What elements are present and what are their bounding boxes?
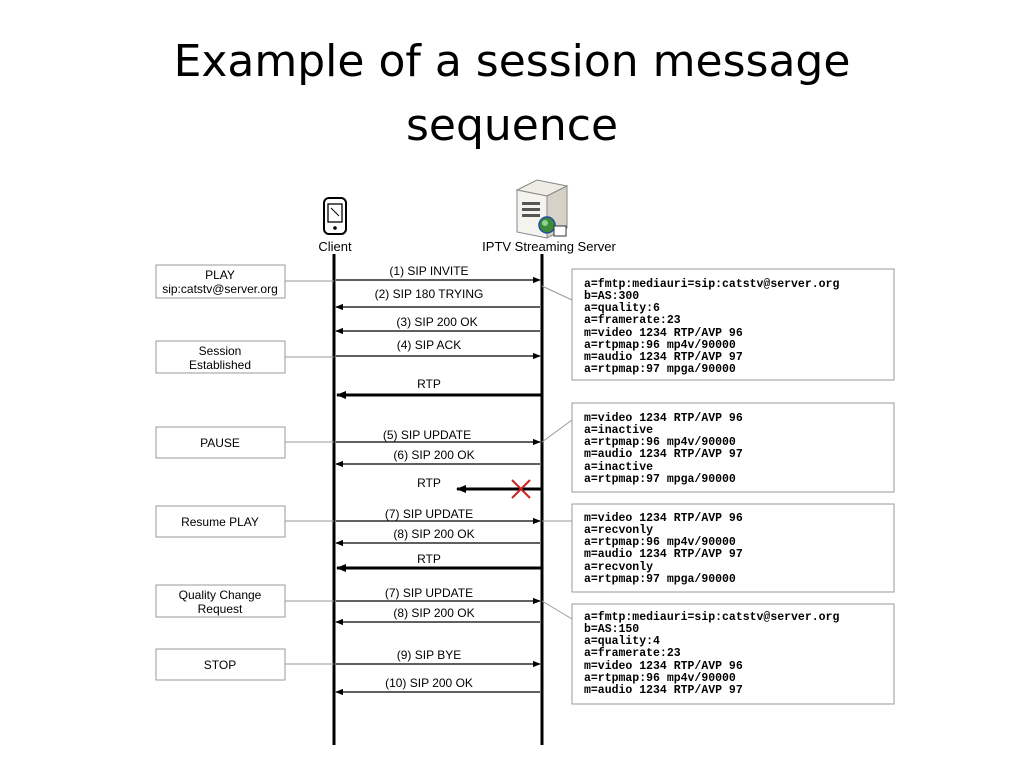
message-8-sip-200-ok: (8) SIP 200 OK (335, 527, 540, 547)
sdp-line: a=inactive (584, 461, 653, 474)
message-1-sip-invite: (1) SIP INVITE (336, 264, 541, 284)
sdp-line: a=fmtp:mediauri=sip:catstv@server.org (584, 611, 839, 624)
sdp-line: a=quality:6 (584, 302, 660, 315)
message-label: (8) SIP 200 OK (393, 606, 474, 620)
sdp-line: m=audio 1234 RTP/AVP 97 (584, 448, 743, 461)
sdp-line: a=inactive (584, 424, 653, 437)
event-label: Resume PLAY (181, 515, 259, 529)
server-icon (515, 179, 569, 239)
mobile-phone-icon (323, 197, 347, 235)
message-8b-sip-200-ok: (8) SIP 200 OK (335, 606, 540, 626)
lane-label-server: IPTV Streaming Server (482, 239, 616, 254)
message-9-sip-bye: (9) SIP BYE (336, 648, 541, 668)
sdp-line: m=audio 1234 RTP/AVP 97 (584, 684, 743, 697)
message-2-sip-180-trying: (2) SIP 180 TRYING (335, 287, 540, 311)
sdp-line: a=framerate:23 (584, 647, 681, 660)
slide-title: Example of a session message sequence (0, 30, 1024, 158)
message-label: (10) SIP 200 OK (385, 676, 473, 690)
slide-title-line-1: Example of a session message (173, 36, 851, 87)
message-label: (2) SIP 180 TRYING (375, 287, 484, 301)
event-box-play: PLAY sip:catstv@server.org (155, 264, 334, 299)
message-3-sip-200-ok: (3) SIP 200 OK (335, 315, 540, 335)
sdp-line: a=rtpmap:97 mpga/90000 (584, 473, 736, 486)
blocked-x-icon (511, 479, 531, 499)
message-rtp-blocked: RTP (417, 476, 541, 499)
event-label: PAUSE (200, 436, 240, 450)
sdp-line: a=rtpmap:97 mpga/90000 (584, 573, 736, 586)
message-label: (8) SIP 200 OK (393, 527, 474, 541)
lane-label-client: Client (318, 239, 352, 254)
sdp-line: a=rtpmap:96 mp4v/90000 (584, 672, 736, 685)
sdp-line: a=framerate:23 (584, 314, 681, 327)
event-label: Quality Change (179, 588, 262, 602)
sdp-line: m=video 1234 RTP/AVP 96 (584, 327, 743, 340)
message-label: (3) SIP 200 OK (396, 315, 477, 329)
message-rtp-resumed: RTP (336, 552, 541, 572)
event-box-quality-change-request: Quality Change Request (155, 584, 334, 618)
event-box-session-established: Session Established (155, 340, 334, 374)
event-box-stop: STOP (155, 648, 334, 681)
event-label: Established (189, 358, 251, 372)
message-label: RTP (417, 476, 441, 490)
event-label: PLAY (205, 268, 235, 282)
sdp-box-pause: m=video 1234 RTP/AVP 96 a=inactive a=rtp… (541, 402, 895, 493)
sdp-box-quality-change: a=fmtp:mediauri=sip:catstv@server.org b=… (541, 600, 895, 705)
sdp-line: m=video 1234 RTP/AVP 96 (584, 512, 743, 525)
message-label: RTP (417, 552, 441, 566)
event-label: Session (199, 344, 242, 358)
message-label: (7) SIP UPDATE (385, 507, 473, 521)
message-rtp-stream: RTP (336, 377, 541, 399)
message-7-sip-update: (7) SIP UPDATE (336, 507, 541, 525)
event-label: STOP (204, 658, 236, 672)
sdp-line: a=rtpmap:96 mp4v/90000 (584, 436, 736, 449)
sdp-box-resume: m=video 1234 RTP/AVP 96 a=recvonly a=rtp… (542, 503, 895, 593)
message-5-sip-update: (5) SIP UPDATE (336, 428, 541, 446)
event-label: Request (198, 602, 243, 616)
event-label: sip:catstv@server.org (162, 282, 278, 296)
message-label: (9) SIP BYE (397, 648, 461, 662)
sdp-line: a=rtpmap:96 mp4v/90000 (584, 339, 736, 352)
sdp-line: m=video 1234 RTP/AVP 96 (584, 660, 743, 673)
sdp-box-invite: a=fmtp:mediauri=sip:catstv@server.org b=… (541, 268, 895, 381)
message-label: (4) SIP ACK (397, 338, 461, 352)
message-6-sip-200-ok: (6) SIP 200 OK (335, 448, 540, 468)
sdp-line: m=video 1234 RTP/AVP 96 (584, 412, 743, 425)
sdp-line: a=fmtp:mediauri=sip:catstv@server.org (584, 278, 839, 291)
event-box-resume-play: Resume PLAY (155, 505, 334, 538)
sdp-line: a=rtpmap:96 mp4v/90000 (584, 536, 736, 549)
message-label: (6) SIP 200 OK (393, 448, 474, 462)
sdp-line: a=recvonly (584, 561, 653, 574)
slide-title-line-2: sequence (405, 100, 619, 151)
sdp-line: a=quality:4 (584, 635, 660, 648)
message-label: (5) SIP UPDATE (383, 428, 471, 442)
event-box-pause: PAUSE (155, 426, 334, 459)
message-7b-sip-update: (7) SIP UPDATE (336, 586, 541, 605)
message-label: (7) SIP UPDATE (385, 586, 473, 600)
sdp-line: b=AS:300 (584, 290, 639, 303)
sdp-line: m=audio 1234 RTP/AVP 97 (584, 351, 743, 364)
message-label: RTP (417, 377, 441, 391)
message-4-sip-ack: (4) SIP ACK (336, 338, 541, 360)
message-label: (1) SIP INVITE (389, 264, 468, 278)
sdp-line: b=AS:150 (584, 623, 639, 636)
message-10-sip-200-ok: (10) SIP 200 OK (335, 676, 540, 696)
sdp-line: m=audio 1234 RTP/AVP 97 (584, 548, 743, 561)
sdp-line: a=recvonly (584, 524, 653, 537)
sdp-line: a=rtpmap:97 mpga/90000 (584, 363, 736, 376)
